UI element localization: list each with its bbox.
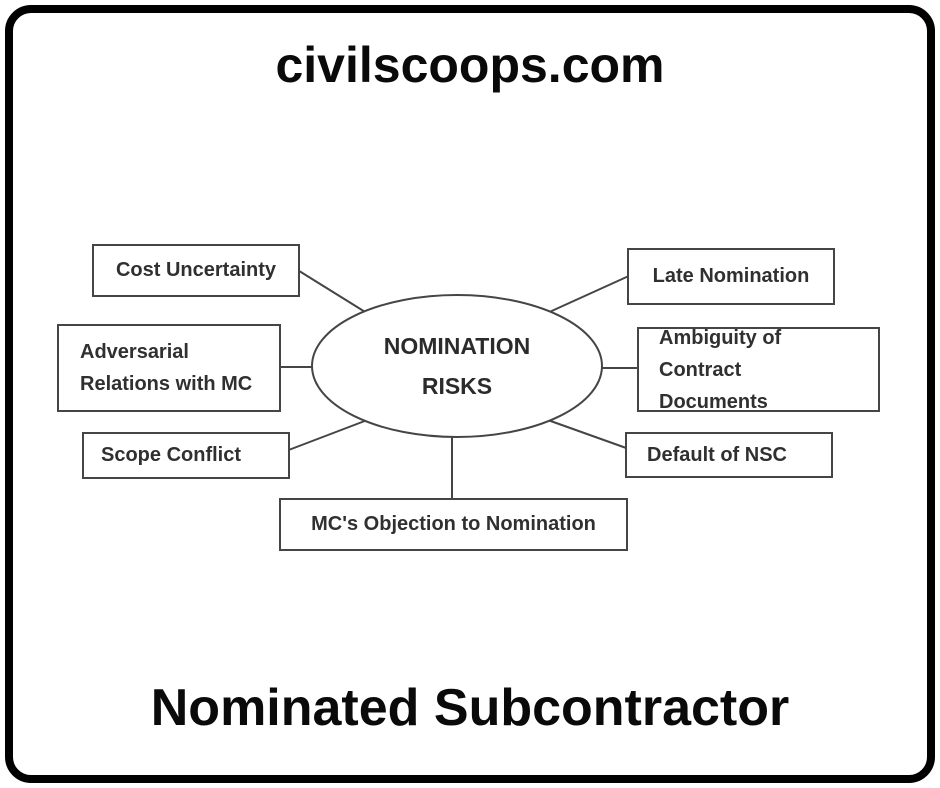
node-cost-uncertainty: Cost Uncertainty: [92, 244, 300, 297]
node-ambiguity-of-contract-documents: Ambiguity of Contract Documents: [637, 327, 880, 413]
connector-cost-uncertainty: [295, 268, 371, 316]
connector-default-nsc: [544, 418, 630, 450]
connector-late-nomination: [544, 274, 632, 315]
connector-scope-conflict: [285, 418, 371, 452]
node-default-of-nsc: Default of NSC: [625, 432, 833, 478]
page-caption: Nominated Subcontractor: [150, 679, 790, 737]
center-node-label: NOMINATION RISKS: [383, 333, 531, 399]
node-adversarial-relations-with-mc: Adversarial Relations with MC: [57, 324, 281, 412]
site-title: civilscoops.com: [275, 37, 665, 93]
node-mc-objection-to-nomination: MC's Objection to Nomination: [279, 498, 628, 551]
center-ellipse: [311, 294, 603, 438]
node-late-nomination: Late Nomination: [627, 248, 835, 305]
node-scope-conflict: Scope Conflict: [82, 432, 290, 479]
